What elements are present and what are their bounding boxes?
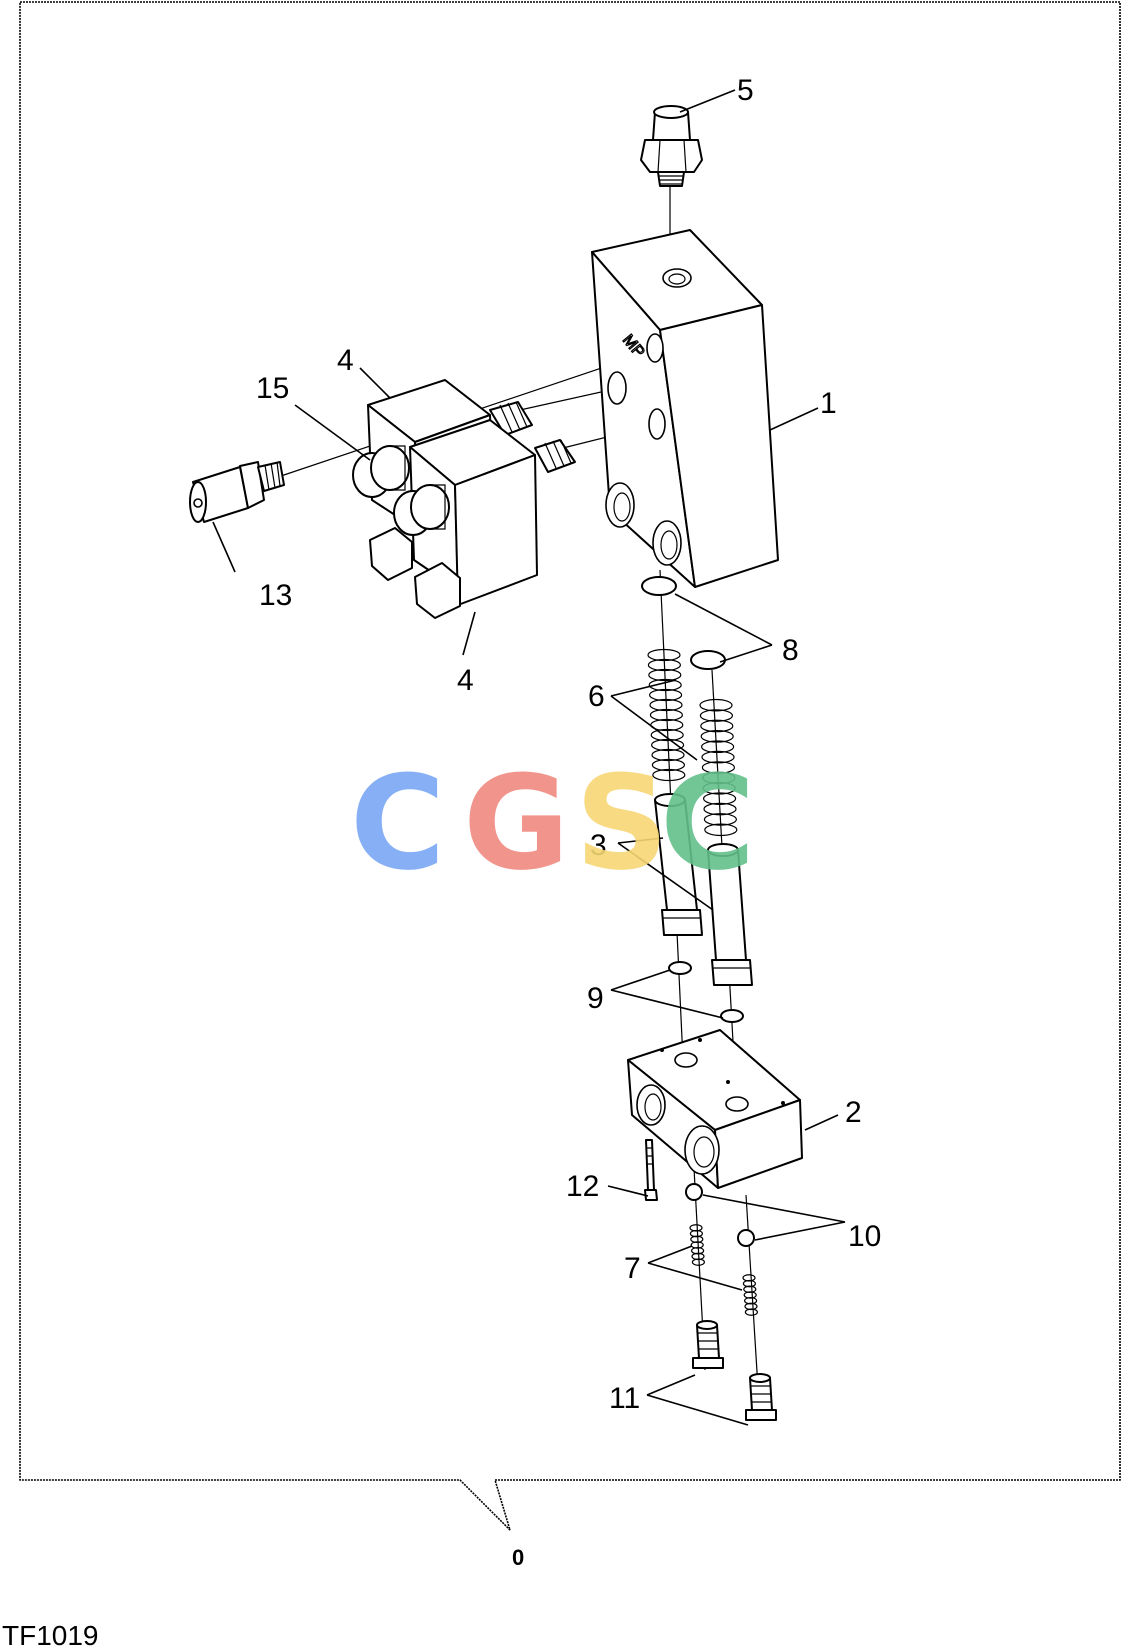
spring-left-coil — [652, 768, 686, 782]
spring-right-coil — [700, 730, 734, 743]
spring-right-coil — [699, 709, 734, 722]
callout-8: 8 — [782, 634, 799, 667]
spring-left-coil — [649, 708, 684, 722]
callout-2: 2 — [845, 1096, 862, 1129]
spring-right-coil — [702, 771, 736, 785]
callout-7: 7 — [624, 1252, 641, 1285]
spring-left-coil — [650, 738, 685, 752]
callout-6: 6 — [588, 680, 605, 713]
part-10-balls — [685, 1183, 755, 1247]
part-13-plug — [189, 461, 285, 523]
small-spring-left — [689, 1224, 706, 1266]
part-7-small-springs — [689, 1224, 759, 1316]
spring-right-coil — [701, 750, 735, 764]
part-9-o-rings — [668, 961, 744, 1023]
spring-right — [699, 698, 738, 837]
small-spring-left-coil — [691, 1258, 706, 1266]
spring-right-coil — [702, 781, 736, 795]
spring-right-coil — [699, 698, 733, 712]
part-2-lower-block — [627, 1029, 803, 1189]
watermark-logo: C G S C — [350, 747, 755, 899]
callout-10: 10 — [848, 1220, 881, 1253]
watermark-letter-4: C — [660, 747, 755, 899]
part-5-fitting — [640, 105, 703, 187]
callout-15: 15 — [256, 372, 289, 405]
callout-5: 5 — [737, 74, 754, 107]
small-spring-right — [742, 1274, 759, 1316]
diagram-frame — [19, 1, 1121, 1531]
spring-left-coil — [649, 698, 683, 712]
spring-left-coil — [650, 728, 684, 742]
callout-4-lower: 4 — [457, 664, 474, 697]
callout-3: 3 — [590, 829, 607, 862]
callout-11: 11 — [609, 1382, 640, 1415]
reference-marker: 0 — [512, 1545, 524, 1570]
callout-13: 13 — [259, 579, 292, 612]
part-8-o-rings — [641, 576, 726, 670]
spring-right-coil — [700, 719, 734, 733]
spring-right-coil — [702, 792, 737, 805]
spring-left-coil — [648, 678, 682, 692]
small-spring-right-coil — [744, 1308, 759, 1316]
spring-left-coil — [647, 648, 681, 662]
watermark-letter-2: G — [463, 747, 570, 899]
part-12-bolt — [644, 1139, 658, 1201]
callout-leaders — [212, 89, 846, 1426]
watermark-letter-1: C — [350, 747, 445, 899]
spring-left-coil — [648, 688, 683, 702]
spring-right-coil — [704, 823, 738, 837]
part-1-valve-block: MP — [591, 229, 779, 588]
spring-right-coil — [703, 813, 738, 826]
callout-4-upper: 4 — [337, 344, 354, 377]
callout-1: 1 — [820, 387, 837, 420]
callout-12: 12 — [566, 1170, 599, 1203]
spring-left-coil — [651, 748, 685, 762]
figure-id: TF1019 — [2, 1620, 99, 1650]
watermark-letter-3: S — [575, 747, 669, 899]
spring-right-coil — [700, 740, 735, 754]
spring-left-coil — [647, 658, 682, 672]
part-4-solenoid-lower — [409, 419, 576, 606]
part-11-plugs — [692, 1320, 777, 1421]
spring-left-coil — [648, 668, 682, 682]
callout-9: 9 — [587, 982, 604, 1015]
spring-right-coil — [701, 761, 736, 774]
part-15-knobs — [352, 445, 461, 619]
spring-left-coil — [651, 758, 686, 772]
part-3-spools — [654, 793, 753, 986]
spring-right-coil — [703, 802, 737, 816]
